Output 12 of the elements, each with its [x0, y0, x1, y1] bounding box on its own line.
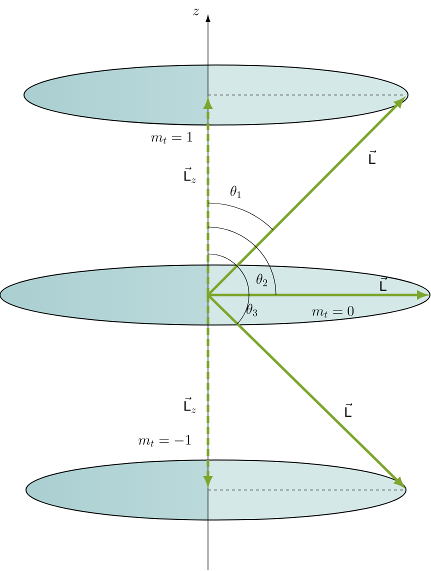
math-label: $\vec{\mathrm{L}}_z$ — [184, 167, 196, 184]
math-label: $\vec{\mathrm{L}}$ — [345, 403, 352, 417]
math-label: $\theta_3$ — [246, 304, 258, 316]
math-label: $\theta_1$ — [230, 186, 241, 198]
math-label: $m_t = 0$ — [312, 306, 354, 318]
math-label: $\theta_2$ — [256, 274, 268, 286]
math-label: $\vec{\mathrm{L}}_z$ — [184, 397, 196, 414]
math-label: $z$ — [193, 8, 200, 16]
math-label: $m_t = -1$ — [138, 435, 191, 447]
math-label: $\vec{\mathrm{L}}$ — [380, 277, 388, 291]
math-label: $m_t = 1$ — [151, 132, 192, 144]
math-label: $\vec{\mathrm{L}}$ — [369, 150, 376, 164]
